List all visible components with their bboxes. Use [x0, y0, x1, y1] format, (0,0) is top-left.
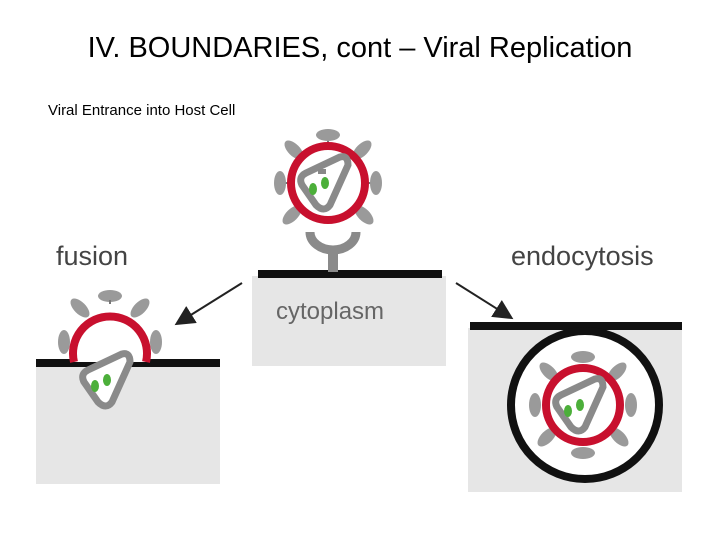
fusion-panel: [36, 290, 220, 484]
arrow-to-endocytosis: [455, 282, 514, 320]
viral-envelope: [69, 312, 151, 363]
virus-center: [274, 129, 382, 225]
slide-title: IV. BOUNDARIES, cont – Viral Replication: [87, 32, 633, 64]
label-fusion: fusion: [56, 241, 129, 271]
arrow-to-fusion: [174, 282, 243, 326]
receptor: [305, 231, 361, 272]
cell-membrane-center: [258, 270, 442, 278]
endocytosis-membrane: [470, 322, 682, 330]
genome: [321, 177, 329, 189]
genome: [309, 183, 317, 195]
label-endocytosis: endocytosis: [511, 241, 654, 271]
endocytosis-panel: [468, 322, 682, 492]
slide-subtitle: Viral Entrance into Host Cell: [48, 102, 236, 119]
label-cytoplasm: cytoplasm: [276, 298, 385, 325]
capsid-marker: [318, 169, 326, 174]
virus-endocytosis: [529, 351, 637, 459]
genome: [564, 405, 572, 417]
virus-fusion: [58, 290, 162, 410]
genome: [91, 380, 99, 392]
center-cell: [252, 129, 446, 366]
genome: [103, 374, 111, 386]
fusion-cell: [36, 366, 220, 484]
cytoplasm-region: [252, 276, 446, 366]
genome: [576, 399, 584, 411]
